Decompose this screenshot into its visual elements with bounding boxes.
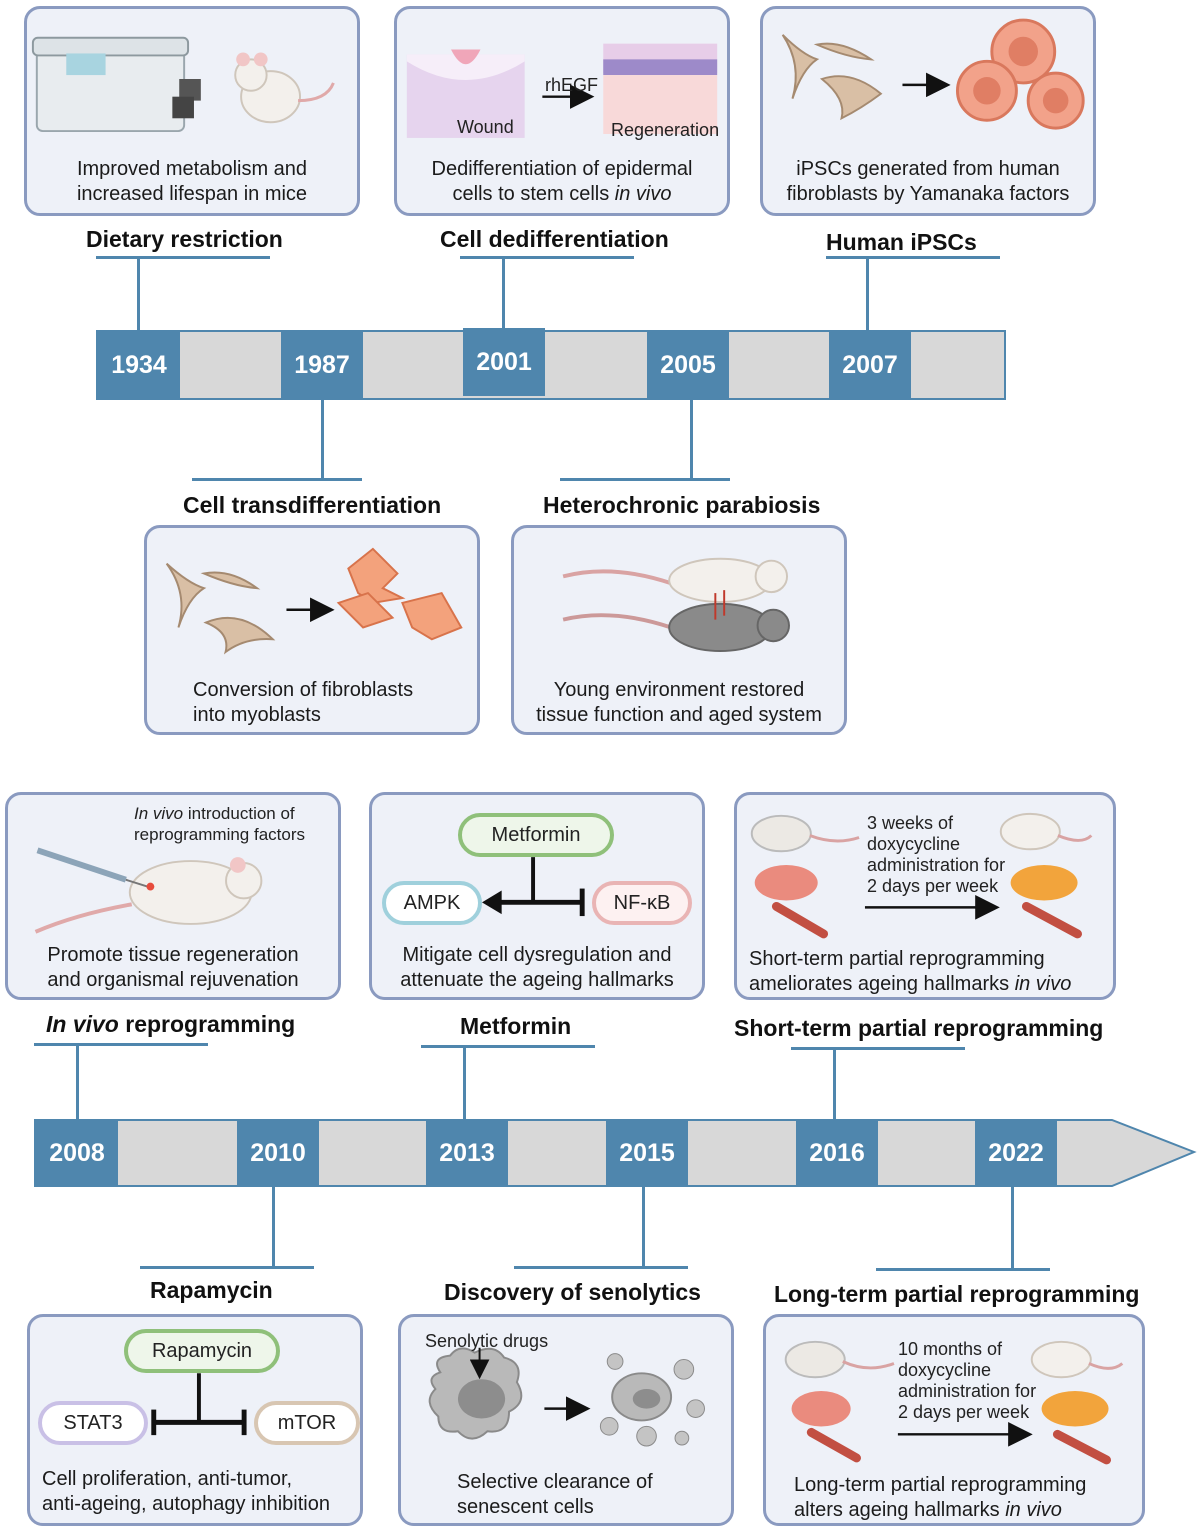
year-2007: 2007	[829, 332, 911, 398]
connector-1987-h	[192, 478, 362, 481]
connector-2010-h	[140, 1266, 314, 1269]
heterochronic-parabiosis-title: Heterochronic parabiosis	[543, 492, 821, 518]
year-2022: 2022	[975, 1120, 1057, 1186]
dietary-restriction-title: Dietary restriction	[86, 226, 283, 252]
rapamycin-card: Rapamycin STAT3 mTOR Cell proliferation,…	[27, 1314, 363, 1526]
year-1987: 1987	[281, 332, 363, 398]
connector-2013-v	[463, 1045, 466, 1120]
connector-2015-v	[642, 1186, 645, 1268]
senolytics-card: Senolytic drugs Selective clearance of s…	[398, 1314, 734, 1526]
long-term-reprogramming-card: 10 months of doxycycline administration …	[763, 1314, 1145, 1526]
metformin-title: Metformin	[460, 1013, 572, 1039]
connector-2008-h	[34, 1043, 208, 1046]
connector-2007-v	[866, 256, 869, 330]
transdiff-caption: Conversion of fibroblasts into myoblasts	[193, 679, 414, 726]
fibroblast-to-ipsc-illustration	[781, 18, 1085, 130]
connector-2022-h	[876, 1268, 1050, 1271]
connector-1987-v	[321, 400, 324, 480]
connector-2005-v	[690, 400, 693, 480]
in-vivo-reprogramming-card: In vivo introduction of reprogramming fa…	[5, 792, 341, 1000]
connector-2010-v	[272, 1186, 275, 1268]
year-2016: 2016	[796, 1120, 878, 1186]
dediff-caption: Dedifferentiation of epidermal cells to …	[431, 158, 693, 205]
connector-2013-h	[421, 1045, 595, 1048]
senescent-cell-clearance-illustration	[428, 1347, 705, 1447]
short-term-reprogramming-title: Short-term partial reprogramming	[734, 1015, 1104, 1041]
senolytic-drugs-label: Senolytic drugs	[425, 1331, 549, 1351]
parabiosis-mice-illustration	[562, 557, 790, 653]
year-2010: 2010	[237, 1120, 319, 1186]
short-term-reprogramming-card: 3 weeks of doxycycline administration fo…	[734, 792, 1116, 1000]
rapamycin-caption: Cell proliferation, anti-tumor, anti-age…	[42, 1468, 330, 1515]
connector-2015-h	[514, 1266, 688, 1269]
nfkb-pill: NF-κB	[592, 881, 692, 925]
cell-dedifferentiation-title: Cell dedifferentiation	[440, 226, 669, 252]
connector-2016-h	[791, 1047, 965, 1050]
metformin-caption: Mitigate cell dysregulation and attenuat…	[400, 944, 674, 991]
short-term-illustration	[750, 812, 1093, 939]
rhegf-label: rhEGF	[545, 75, 599, 95]
heterochronic-parabiosis-card: Young environment restored tissue functi…	[511, 525, 847, 735]
skin-regeneration-illustration	[406, 43, 718, 138]
connector-2008-v	[76, 1043, 79, 1120]
in-vivo-reprogramming-title: In vivo reprogramming	[46, 1011, 296, 1037]
connector-2007-h	[826, 256, 1000, 259]
cell-transdifferentiation-card: Conversion of fibroblasts into myoblasts	[144, 525, 480, 735]
long-term-caption: Long-term partial reprogramming alters a…	[794, 1474, 1087, 1521]
ampk-pill: AMPK	[382, 881, 482, 925]
dietary-restriction-card: Improved metabolism and increased lifesp…	[24, 6, 360, 216]
long-term-reprogramming-title: Long-term partial reprogramming	[774, 1281, 1140, 1307]
human-ipscs-card: iPSCs generated from human fibroblasts b…	[760, 6, 1096, 216]
connector-1934-v	[137, 256, 140, 330]
mtor-pill: mTOR	[254, 1401, 360, 1445]
connector-2016-v	[833, 1047, 836, 1120]
year-1934: 1934	[98, 332, 180, 398]
in-vivo-caption: Promote tissue regeneration and organism…	[47, 944, 299, 991]
long-term-illustration	[784, 1340, 1124, 1465]
fibroblast-to-myoblast-illustration	[165, 547, 463, 655]
cell-transdifferentiation-title: Cell transdifferentiation	[183, 492, 442, 518]
dietary-caption: Improved metabolism and increased lifesp…	[76, 158, 308, 205]
mouse-cage-illustration	[31, 36, 335, 133]
year-2013: 2013	[426, 1120, 508, 1186]
ipsc-caption: iPSCs generated from human fibroblasts b…	[786, 158, 1070, 205]
rapamycin-title: Rapamycin	[150, 1277, 273, 1303]
year-2015: 2015	[606, 1120, 688, 1186]
connector-1934-h	[96, 256, 270, 259]
year-2005: 2005	[647, 332, 729, 398]
connector-2005-h	[560, 478, 730, 481]
parabiosis-caption: Young environment restored tissue functi…	[536, 679, 822, 726]
short-term-caption: Short-term partial reprogramming amelior…	[749, 948, 1072, 995]
connector-2001-h	[460, 256, 634, 259]
senolytics-title: Discovery of senolytics	[444, 1279, 701, 1305]
cell-dedifferentiation-card: rhEGF Wound Regeneration Dedifferentiati…	[394, 6, 730, 216]
in-vivo-note: In vivo introduction of reprogramming fa…	[134, 804, 306, 844]
wound-label: Wound	[457, 117, 514, 137]
regeneration-label: Regeneration	[611, 120, 720, 140]
connector-2001-v	[502, 256, 505, 328]
short-term-note: 3 weeks of doxycycline administration fo…	[867, 813, 1006, 896]
metformin-pill: Metformin	[458, 813, 614, 857]
year-2008: 2008	[36, 1120, 118, 1186]
rapamycin-pill: Rapamycin	[124, 1329, 280, 1373]
connector-2022-v	[1011, 1186, 1014, 1270]
long-term-note: 10 months of doxycycline administration …	[898, 1339, 1037, 1422]
human-ipscs-title: Human iPSCs	[826, 229, 977, 255]
stat3-pill: STAT3	[38, 1401, 148, 1445]
metformin-card: Metformin AMPK NF-κB Mitigate cell dysre…	[369, 792, 705, 1000]
senolytics-caption: Selective clearance of senescent cells	[457, 1471, 653, 1518]
injected-mouse-illustration	[34, 847, 263, 934]
year-2001: 2001	[463, 328, 545, 396]
